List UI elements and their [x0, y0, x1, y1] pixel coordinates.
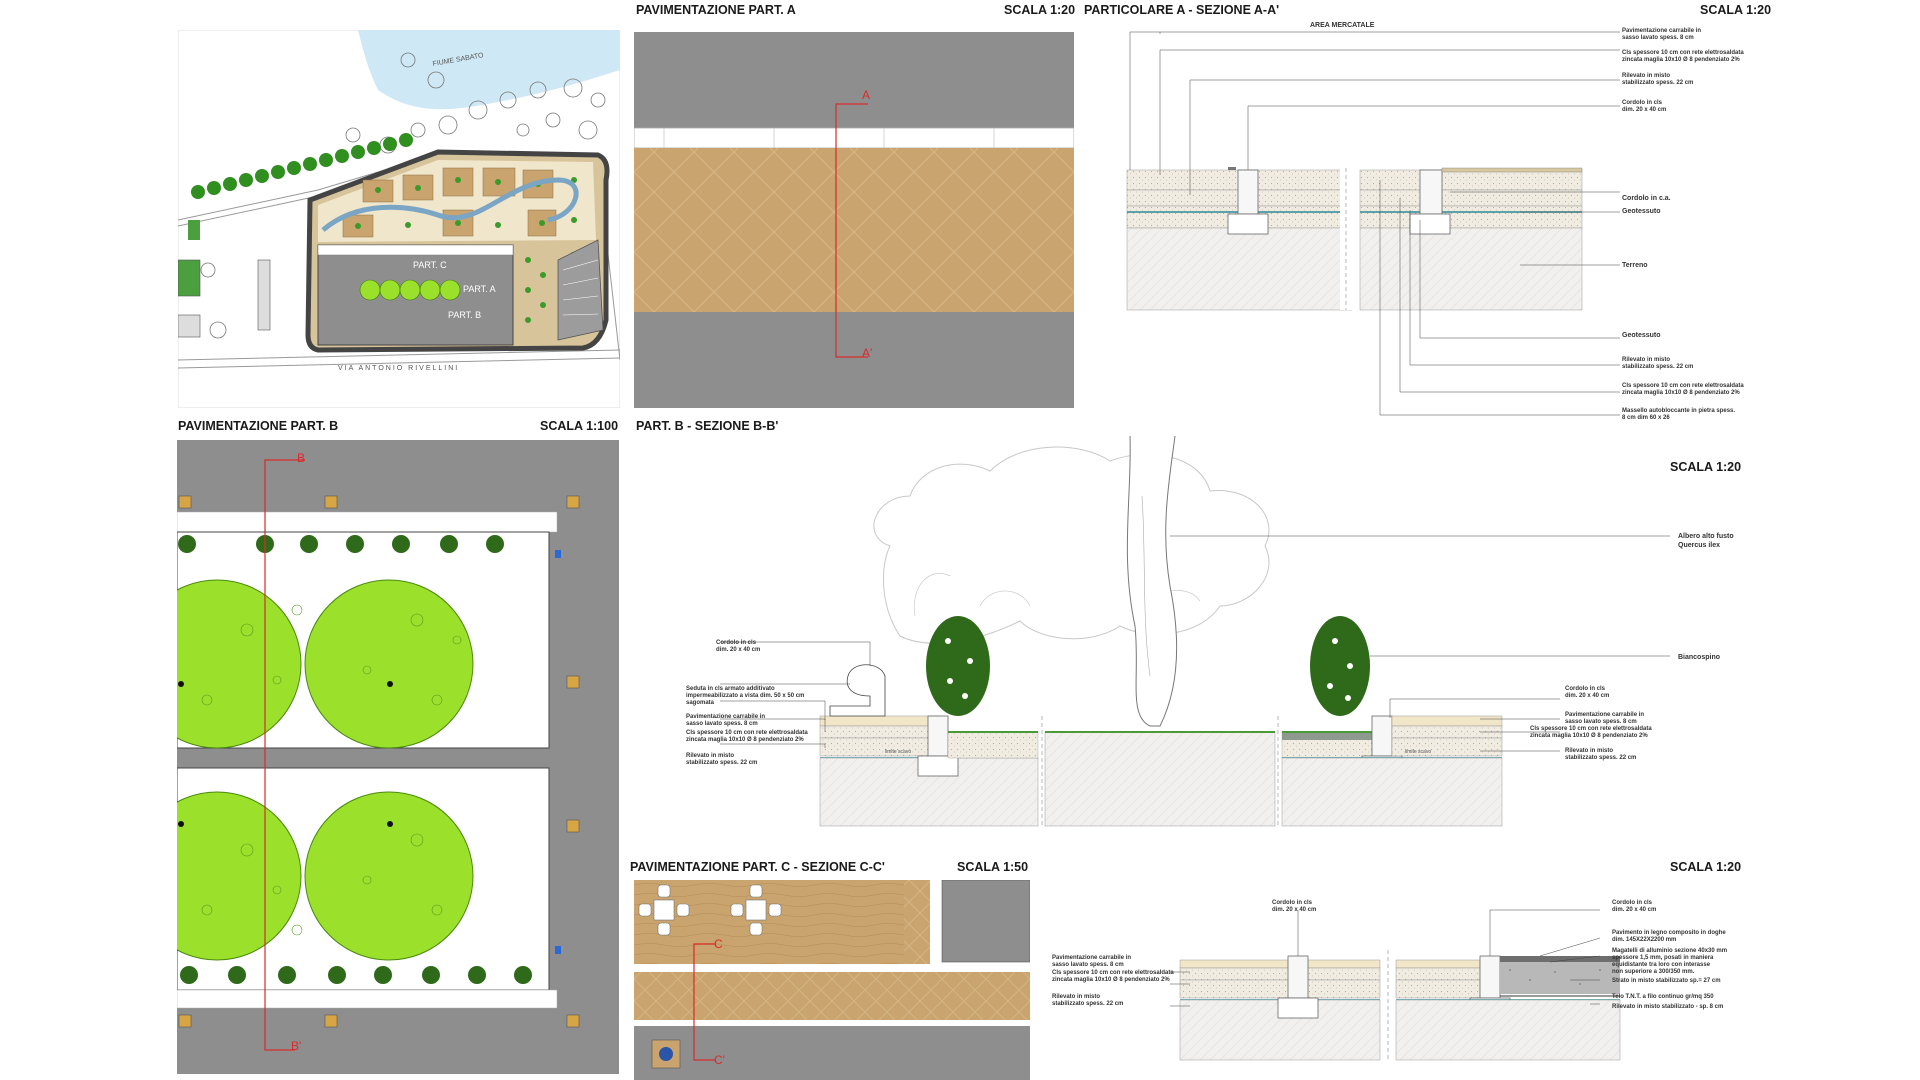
part-b-label: PART. B — [448, 310, 481, 320]
pav-c-plan: C C' — [634, 880, 1030, 1080]
sec-a-label-1: Cls spessore 10 cm con rete elettrosalda… — [1622, 50, 1744, 63]
sec-a-label-10: Massello autobloccante in pietra spess. … — [1622, 408, 1736, 421]
sec-b-inner-label-left: limite scavo — [885, 749, 911, 755]
sec-b-label-9: Cls spessore 10 cm con rete elettrosalda… — [1530, 726, 1652, 739]
sec-a-area-label: AREA MERCATALE — [1310, 22, 1375, 29]
sec-c-label-1: Pavimentazione carrabile in sasso lavato… — [1052, 955, 1132, 968]
sec-b-label-2: Cordolo in cls dim. 20 x 40 cm — [716, 640, 761, 653]
sec-b-label-8: Pavimentazione carrabile in sasso lavato… — [1565, 712, 1645, 725]
sec-c-scale: SCALA 1:20 — [1670, 860, 1742, 874]
sec-b-label-1: Biancospino — [1678, 654, 1721, 661]
green-tree-row — [191, 133, 413, 199]
sec-a-label-4: Cordolo in c.a. — [1622, 195, 1671, 202]
sec-b-label-0: Albero alto fusto Quercus ilex — [1678, 533, 1734, 549]
pav-b-title: PAVIMENTAZIONE PART. B — [178, 419, 339, 433]
sec-c-label-3: Rilevato in misto stabilizzato spess. 22… — [1052, 994, 1124, 1007]
pav-c-cut-top: C — [714, 937, 723, 951]
river — [358, 30, 620, 110]
sec-c-label-0: Cordolo in cls dim. 20 x 40 cm — [1272, 900, 1317, 913]
tree-symbols — [200, 52, 607, 339]
sec-a-label-3: Cordolo in cls dim. 20 x 40 cm — [1622, 100, 1667, 113]
pav-a-plan: A A' — [634, 32, 1074, 408]
sec-a-label-7: Geotessuto — [1622, 332, 1661, 339]
sec-c-label-2: Cls spessore 10 cm con rete elettrosalda… — [1052, 970, 1174, 983]
pav-b-cut-bottom: B' — [291, 1039, 301, 1053]
part-c-label: PART. C — [413, 260, 447, 270]
sec-c-drawing — [1170, 900, 1670, 1070]
pav-a-scale: SCALA 1:20 — [1004, 3, 1076, 17]
street-label: VIA ANTONIO RIVELLINI — [338, 365, 459, 372]
pav-b-scale: SCALA 1:100 — [540, 419, 619, 433]
sec-a-drawing — [1120, 20, 1640, 420]
sec-b-label-5: Cls spessore 10 cm con rete elettrosalda… — [686, 730, 808, 743]
sec-c-label-7: Strato in misto stabilizzato sp.= 27 cm — [1612, 978, 1721, 984]
sec-a-title: PARTICOLARE A - SEZIONE A-A' — [1084, 3, 1280, 17]
sec-c-label-4: Cordolo in cls dim. 20 x 40 cm — [1612, 900, 1657, 913]
sec-b-title: PART. B - SEZIONE B-B' — [636, 419, 779, 433]
pav-c-title: PAVIMENTAZIONE PART. C - SEZIONE C-C' — [630, 860, 885, 874]
pav-c-scale: SCALA 1:50 — [957, 860, 1029, 874]
pav-b-plan: B B' — [177, 440, 619, 1080]
sec-a-label-8: Rilevato in misto stabilizzato spess. 22… — [1622, 357, 1694, 370]
sec-c-label-9: Rilevato in misto stabilizzato - sp. 8 c… — [1612, 1004, 1724, 1010]
site-plan-panel: FIUME SABATO VIA ANTONIO RIVELLINI — [178, 30, 620, 408]
sec-c-label-5: Pavimento in legno composito in doghe di… — [1612, 930, 1726, 943]
sec-a-label-2: Rilevato in misto stabilizzato spess. 22… — [1622, 73, 1694, 86]
sec-b-drawing: limite scavo limite scavo — [680, 436, 1680, 836]
sec-a-label-9: Cls spessore 10 cm con rete elettrosalda… — [1622, 383, 1744, 396]
sec-b-label-3: Seduta in cls armato additivato impermea… — [686, 686, 805, 706]
sec-a-label-6: Terreno — [1622, 262, 1648, 269]
pav-a-cut-bottom: A' — [862, 346, 872, 360]
sec-a-scale: SCALA 1:20 — [1700, 3, 1772, 17]
site-plan-drawing: FIUME SABATO VIA ANTONIO RIVELLINI — [178, 30, 620, 408]
sec-b-label-4: Pavimentazione carrabile in sasso lavato… — [686, 714, 766, 727]
pav-c-cut-bottom: C' — [714, 1053, 725, 1067]
sec-a-label-5: Geotessuto — [1622, 208, 1661, 215]
sec-c-label-6: Magatelli di alluminio sezione 40x30 mm … — [1612, 948, 1728, 975]
part-a-label: PART. A — [463, 284, 496, 294]
sec-b-scale: SCALA 1:20 — [1670, 460, 1742, 474]
sec-c-label-8: Telo T.N.T. a filo continuo gr/mq 350 — [1612, 994, 1714, 1000]
pav-a-cut-top: A — [862, 88, 870, 102]
pav-a-title: PAVIMENTAZIONE PART. A — [636, 3, 796, 17]
sec-b-label-10: Rilevato in misto stabilizzato spess. 22… — [1565, 748, 1637, 761]
pav-b-cut-top: B — [297, 451, 305, 465]
shrub-symbols — [178, 535, 532, 984]
sec-b-label-7: Cordolo in cls dim. 20 x 40 cm — [1565, 686, 1610, 699]
sec-b-inner-label-right: limite scavo — [1405, 749, 1431, 755]
sec-a-label-0: Pavimentazione carrabile in sasso lavato… — [1622, 28, 1702, 41]
sec-b-label-6: Rilevato in misto stabilizzato spess. 22… — [686, 753, 758, 766]
